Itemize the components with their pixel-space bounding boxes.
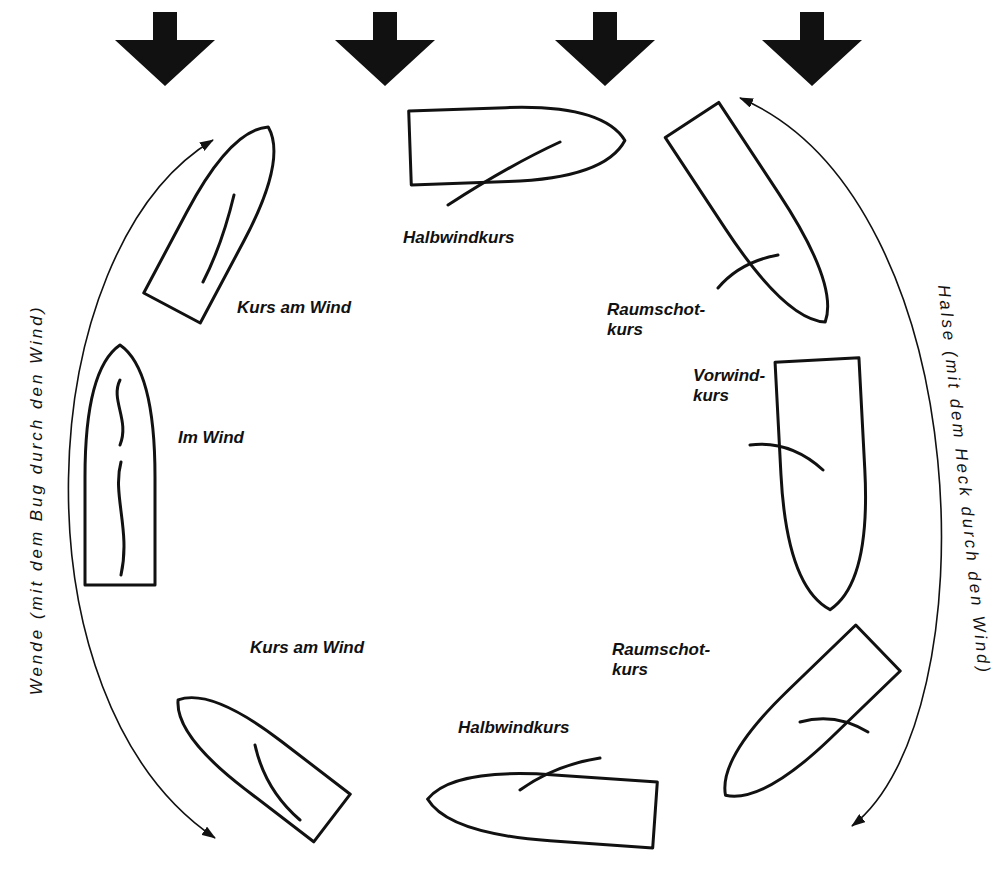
course-label: Vorwind- kurs xyxy=(693,366,765,407)
course-label: Halbwindkurs xyxy=(458,718,569,738)
tack-arc xyxy=(68,140,215,838)
jibe-arc xyxy=(740,98,941,826)
course-label: Im Wind xyxy=(178,428,244,448)
maneuver-label: Halse (mit dem Heck durch den Wind) xyxy=(935,284,993,676)
sails xyxy=(117,142,868,820)
course-label: Raumschot- kurs xyxy=(612,640,710,681)
course-label: Kurs am Wind xyxy=(237,298,351,318)
course-label: Raumschot- kurs xyxy=(607,300,705,341)
wind-arrows xyxy=(115,12,862,86)
course-label: Halbwindkurs xyxy=(403,228,514,248)
course-label: Kurs am Wind xyxy=(250,638,364,658)
boats xyxy=(85,102,900,848)
maneuver-label: Wende (mit dem Bug durch den Wind) xyxy=(28,305,45,696)
